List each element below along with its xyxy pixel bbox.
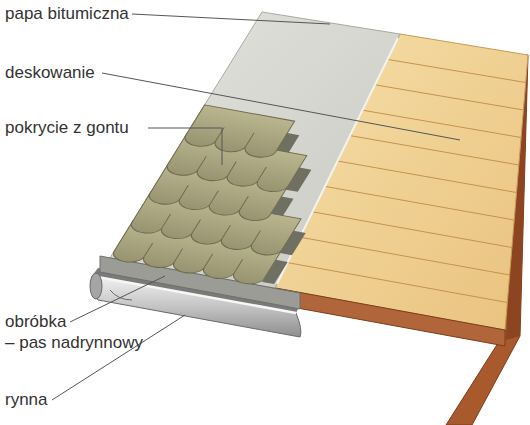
- gutter-rim: [92, 276, 296, 313]
- gutter-seam: [110, 290, 132, 300]
- shingle-slit: [198, 156, 266, 181]
- board-joint: [338, 161, 517, 193]
- board-joint: [325, 186, 514, 220]
- leader-line: [148, 128, 222, 165]
- board-joint: [313, 212, 512, 248]
- leader-line: [70, 276, 165, 322]
- board-joint: [350, 136, 519, 165]
- part-label: rynna: [5, 390, 175, 410]
- board-joint: [375, 85, 523, 110]
- shingle-slit: [162, 214, 260, 244]
- part-label: – pas nadrynnowy: [5, 333, 175, 353]
- part-label: obróbka: [5, 312, 175, 332]
- leader-line: [52, 315, 185, 400]
- part-label: pokrycie z gontu: [5, 118, 175, 138]
- shingle-slits: [144, 127, 314, 273]
- leader-line: [102, 73, 460, 140]
- board-joint: [363, 110, 522, 137]
- bitumen-felt: [110, 12, 400, 288]
- shingle-slit: [180, 185, 248, 210]
- board-joint: [388, 59, 526, 82]
- part-label: papa bitumiczna: [5, 4, 175, 24]
- shingle-row: [181, 105, 295, 160]
- board-joint: [300, 237, 510, 275]
- fascia-board: [270, 287, 505, 346]
- shingle-roofing: [109, 105, 366, 289]
- leader-line: [132, 14, 330, 24]
- gutter: [91, 276, 301, 337]
- part-label: deskowanie: [5, 63, 175, 83]
- shingle-slit: [144, 243, 242, 273]
- gutter-end-cap: [90, 273, 102, 299]
